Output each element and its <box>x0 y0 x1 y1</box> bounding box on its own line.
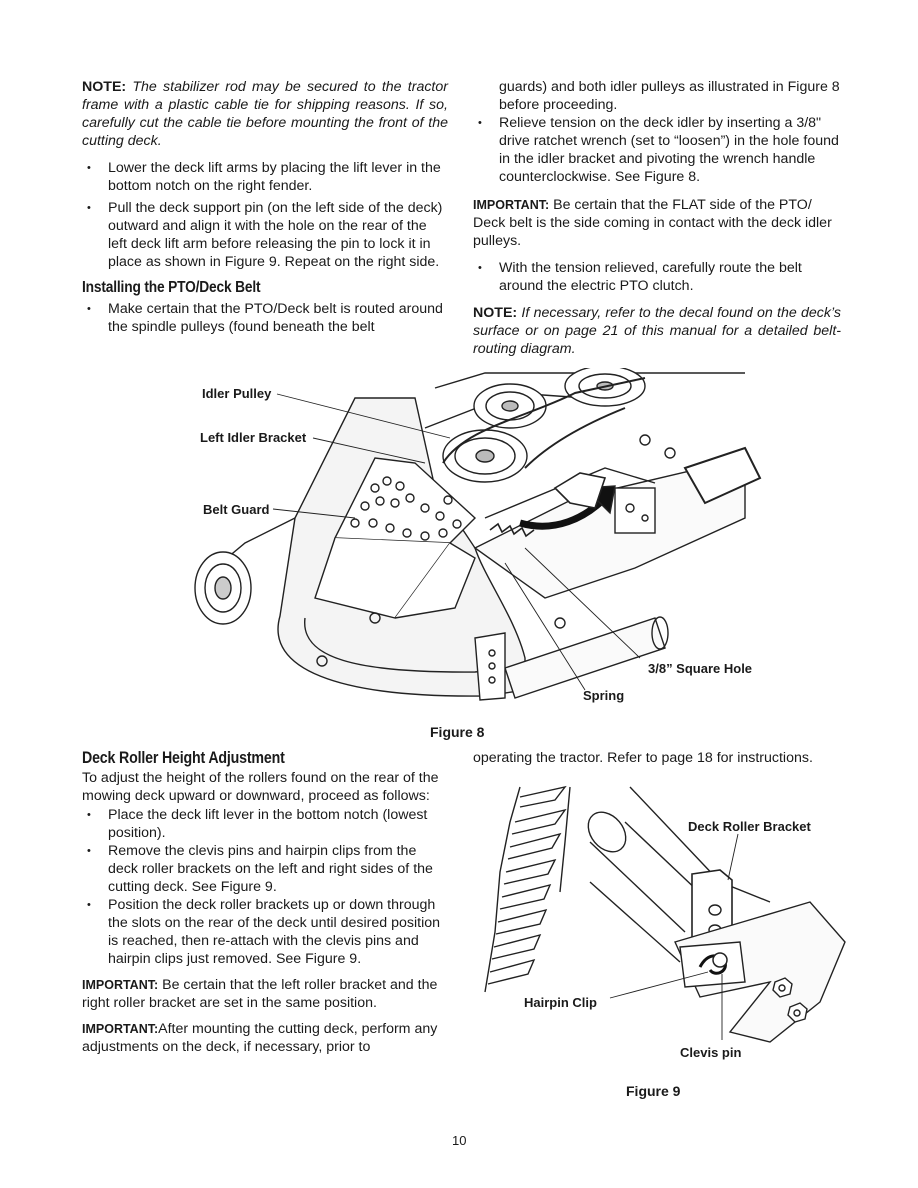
label-clevis-pin: Clevis pin <box>680 1045 742 1060</box>
tension-list: Relieve tension on the deck idler by ins… <box>473 114 841 186</box>
list-item: Lower the deck lift arms by placing the … <box>82 159 448 195</box>
note-text: If necessary, refer to the decal found o… <box>473 305 841 357</box>
label-square-hole: 3/8” Square Hole <box>648 661 753 676</box>
spring-coil <box>489 522 535 538</box>
important-flat-side: IMPORTANT: Be certain that the FLAT side… <box>473 196 841 250</box>
deck-wheel <box>194 551 252 625</box>
figure-9-roller-illustration <box>484 785 846 1043</box>
spindle-pulley <box>473 383 547 429</box>
figure-8-leader-lines <box>272 393 641 691</box>
intro-text: To adjust the height of the rollers foun… <box>82 770 439 804</box>
idler-pulley <box>442 429 528 483</box>
pto-belt-list: Make certain that the PTO/Deck belt is r… <box>82 300 448 336</box>
label-left-idler-bracket: Left Idler Bracket <box>200 430 307 445</box>
continuation-text: operating the tractor. Refer to page 18 … <box>473 750 813 766</box>
list-item: Pull the deck support pin (on the left s… <box>82 199 448 271</box>
section-heading-pto-belt: Installing the PTO/Deck Belt <box>82 279 261 296</box>
bottom-left-column: Deck Roller Height Adjustment To adjust … <box>82 749 448 1056</box>
stabilizer-note: NOTE: The stabilizer rod may be secured … <box>82 78 448 150</box>
figure-8-caption: Figure 8 <box>430 724 485 740</box>
roller-steps-list: Place the deck lift lever in the bottom … <box>82 806 448 968</box>
note-text: The stabilizer rod may be secured to the… <box>82 79 448 149</box>
figure-8-deck-illustration <box>194 368 762 701</box>
important-text: Be certain that the left roller bracket … <box>82 977 438 1011</box>
page-number: 10 <box>452 1133 467 1148</box>
list-item: With the tension relieved, carefully rou… <box>473 259 841 295</box>
deck-edge-teeth <box>484 785 571 993</box>
list-item: Relieve tension on the deck idler by ins… <box>473 114 841 186</box>
figure-9-leader-lines <box>609 833 739 1040</box>
important-adjustments: IMPORTANT:After mounting the cutting dec… <box>82 1020 448 1056</box>
label-spring: Spring <box>583 688 625 703</box>
rear-roller <box>504 616 669 699</box>
top-left-column: NOTE: The stabilizer rod may be secured … <box>82 78 448 336</box>
note-label: NOTE: <box>82 79 127 95</box>
important-label: IMPORTANT: <box>473 198 550 212</box>
label-deck-roller-bracket: Deck Roller Bracket <box>688 819 811 834</box>
bottom-right-column: operating the tractor. Refer to page 18 … <box>473 749 843 767</box>
list-item: Place the deck lift lever in the bottom … <box>82 806 448 842</box>
important-roller-bracket: IMPORTANT: Be certain that the left roll… <box>82 976 448 1012</box>
note-label: NOTE: <box>473 305 518 321</box>
important-label: IMPORTANT: <box>82 1022 159 1036</box>
belt-guard <box>314 457 477 619</box>
section-heading-roller-height: Deck Roller Height Adjustment <box>82 749 285 767</box>
route-belt-list: With the tension relieved, carefully rou… <box>473 259 841 295</box>
label-hairpin-clip: Hairpin Clip <box>524 995 597 1010</box>
deck-prep-list: Lower the deck lift arms by placing the … <box>82 159 448 271</box>
label-belt-guard: Belt Guard <box>203 502 270 517</box>
important-text: After mounting the cutting deck, perform… <box>82 1021 438 1055</box>
list-item: Position the deck roller brackets up or … <box>82 896 448 968</box>
list-item: Remove the clevis pins and hairpin clips… <box>82 842 448 896</box>
important-text: Be certain that the FLAT side of the PTO… <box>473 197 832 249</box>
routing-arrow <box>519 472 616 530</box>
decal-note: NOTE: If necessary, refer to the decal f… <box>473 304 841 358</box>
label-idler-pulley: Idler Pulley <box>202 386 272 401</box>
top-right-column: guards) and both idler pulleys as illust… <box>473 78 841 358</box>
important-label: IMPORTANT: <box>82 978 159 992</box>
figure-9-caption: Figure 9 <box>626 1083 681 1099</box>
list-item: Make certain that the PTO/Deck belt is r… <box>82 300 448 336</box>
continuation-text: guards) and both idler pulleys as illust… <box>499 79 840 113</box>
hairpin-clip <box>698 952 728 975</box>
